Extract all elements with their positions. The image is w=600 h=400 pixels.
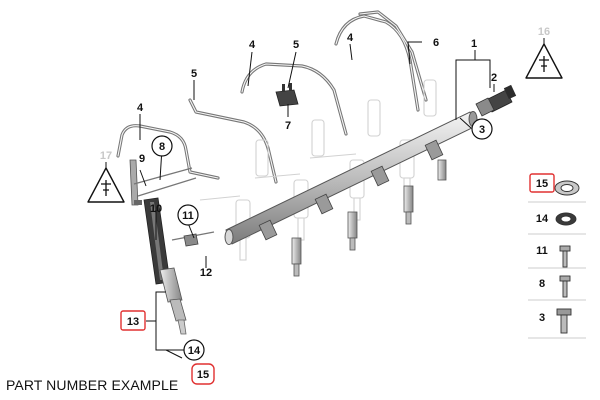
- callout-13[interactable]: 13: [127, 316, 139, 328]
- callout-2[interactable]: 2: [491, 72, 497, 84]
- callout-9[interactable]: 9: [139, 153, 145, 165]
- pressure-sensor: [475, 84, 517, 117]
- callout-6[interactable]: 6: [433, 37, 439, 49]
- callout-11[interactable]: 11: [182, 210, 194, 222]
- callout-15[interactable]: 15: [197, 369, 209, 381]
- clip-part-7: [275, 83, 299, 107]
- legend-label-14[interactable]: 14: [536, 213, 549, 225]
- caption-text: PART NUMBER EXAMPLE: [6, 377, 179, 393]
- legend-label-15[interactable]: 15: [536, 178, 548, 190]
- callout-4-right[interactable]: 4: [347, 32, 354, 44]
- callout-14[interactable]: 14: [188, 345, 201, 357]
- callout-4-left[interactable]: 4: [137, 102, 144, 114]
- legend-label-3[interactable]: 3: [539, 312, 545, 324]
- legend-label-11[interactable]: 11: [536, 245, 548, 257]
- injector-assembly-13: [129, 159, 215, 335]
- callout-10[interactable]: 10: [150, 203, 162, 215]
- callout-8[interactable]: 8: [159, 141, 165, 153]
- callout-12[interactable]: 12: [200, 267, 212, 279]
- callout-1[interactable]: 1: [471, 38, 477, 50]
- callout-circles: [151, 118, 493, 361]
- warning-electrical-icon: [87, 167, 125, 203]
- legend-label-8[interactable]: 8: [539, 278, 545, 290]
- legend-parts: [554, 180, 580, 334]
- leader-lines: [105, 38, 545, 359]
- injector-group: [291, 159, 447, 277]
- warning-electrical-icon: [525, 43, 563, 79]
- legend-frame: [528, 201, 586, 339]
- callout-3[interactable]: 3: [479, 124, 485, 136]
- callout-4-middle[interactable]: 4: [249, 39, 256, 51]
- callout-5-middle[interactable]: 5: [293, 39, 299, 51]
- callout-17[interactable]: 17: [100, 150, 112, 162]
- callout-16[interactable]: 16: [538, 26, 550, 38]
- highlight-boxes: [120, 173, 555, 385]
- callout-7[interactable]: 7: [285, 120, 291, 132]
- callout-5-left[interactable]: 5: [191, 68, 197, 80]
